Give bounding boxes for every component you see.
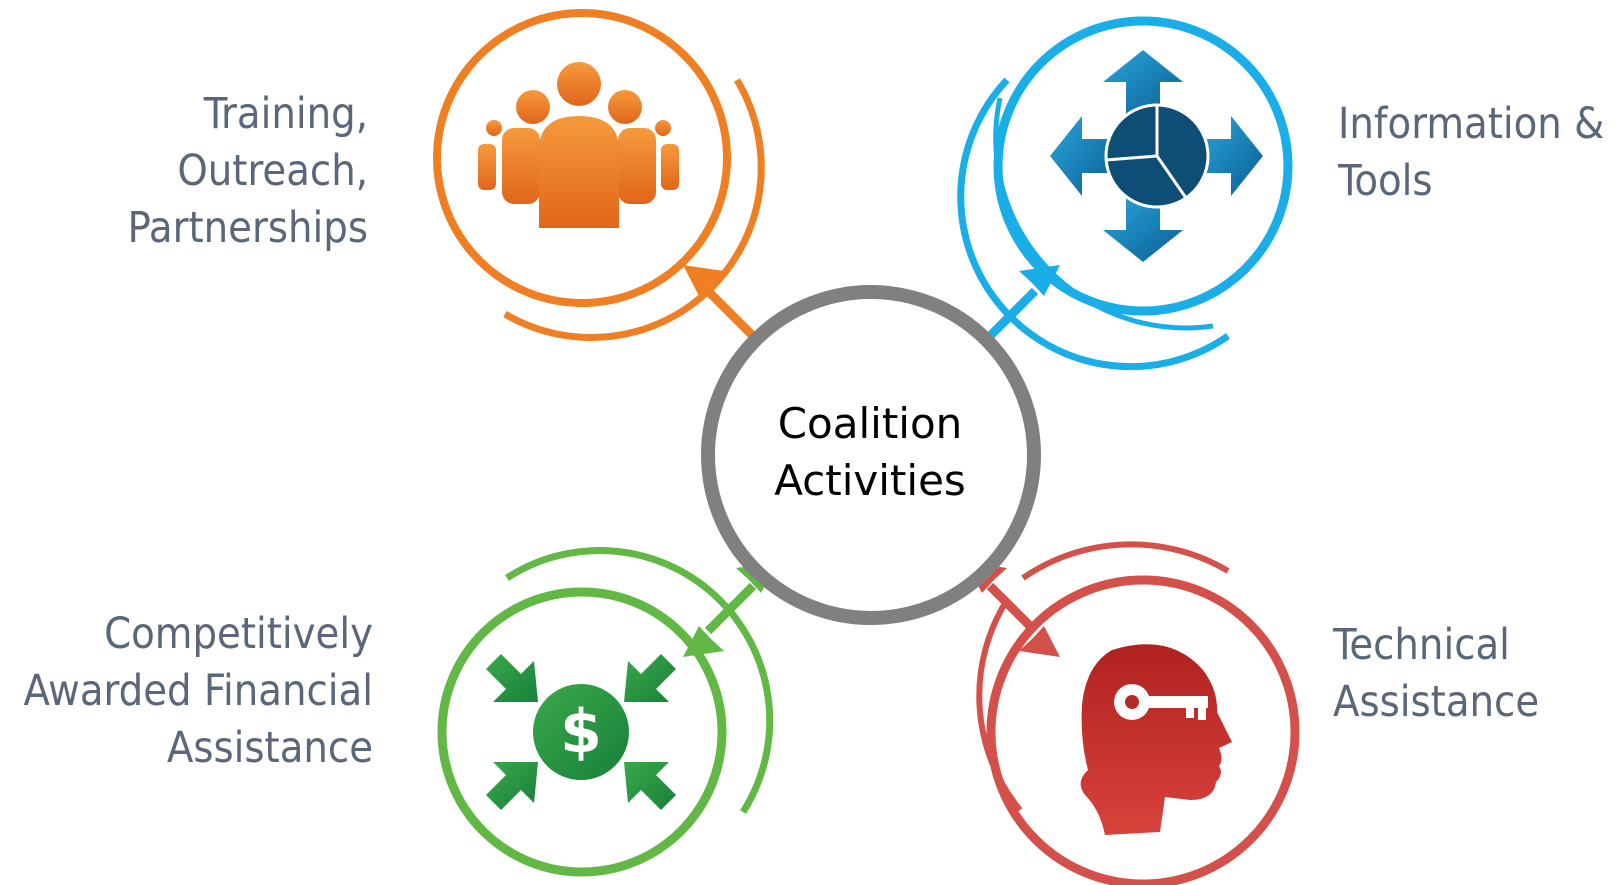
label-financial-line-2: Awarded Financial	[23, 666, 373, 716]
node-training	[433, 9, 765, 341]
people-group-icon	[478, 62, 679, 228]
label-training-line-1: Training,	[203, 89, 368, 139]
center-label-line-2: Activities	[774, 456, 966, 505]
pie-chart-arrows-icon	[1050, 50, 1263, 262]
dollar-sign: $	[560, 697, 602, 767]
label-training-line-2: Outreach,	[177, 146, 368, 196]
label-info-line-1: Information &	[1338, 99, 1605, 149]
node-technical	[976, 541, 1300, 885]
center-label: Coalition Activities	[700, 395, 1040, 509]
label-training: Training, Outreach, Partnerships	[127, 86, 368, 257]
label-technical: Technical Assistance	[1333, 617, 1539, 731]
label-info-line-2: Tools	[1338, 156, 1433, 206]
center-label-line-1: Coalition	[777, 399, 963, 448]
node-financial: $	[437, 546, 774, 877]
label-financial: Competitively Awarded Financial Assistan…	[23, 606, 373, 777]
dollar-converging-arrows-icon	[486, 654, 676, 810]
label-info: Information & Tools	[1338, 96, 1604, 210]
head-key-icon	[1080, 644, 1232, 835]
node-info	[957, 16, 1293, 371]
label-financial-line-1: Competitively	[104, 609, 373, 659]
label-technical-line-2: Assistance	[1333, 677, 1540, 727]
label-technical-line-1: Technical	[1333, 620, 1510, 670]
label-training-line-3: Partnerships	[127, 203, 368, 253]
center-ring	[701, 285, 1041, 625]
label-financial-line-3: Assistance	[166, 723, 373, 773]
